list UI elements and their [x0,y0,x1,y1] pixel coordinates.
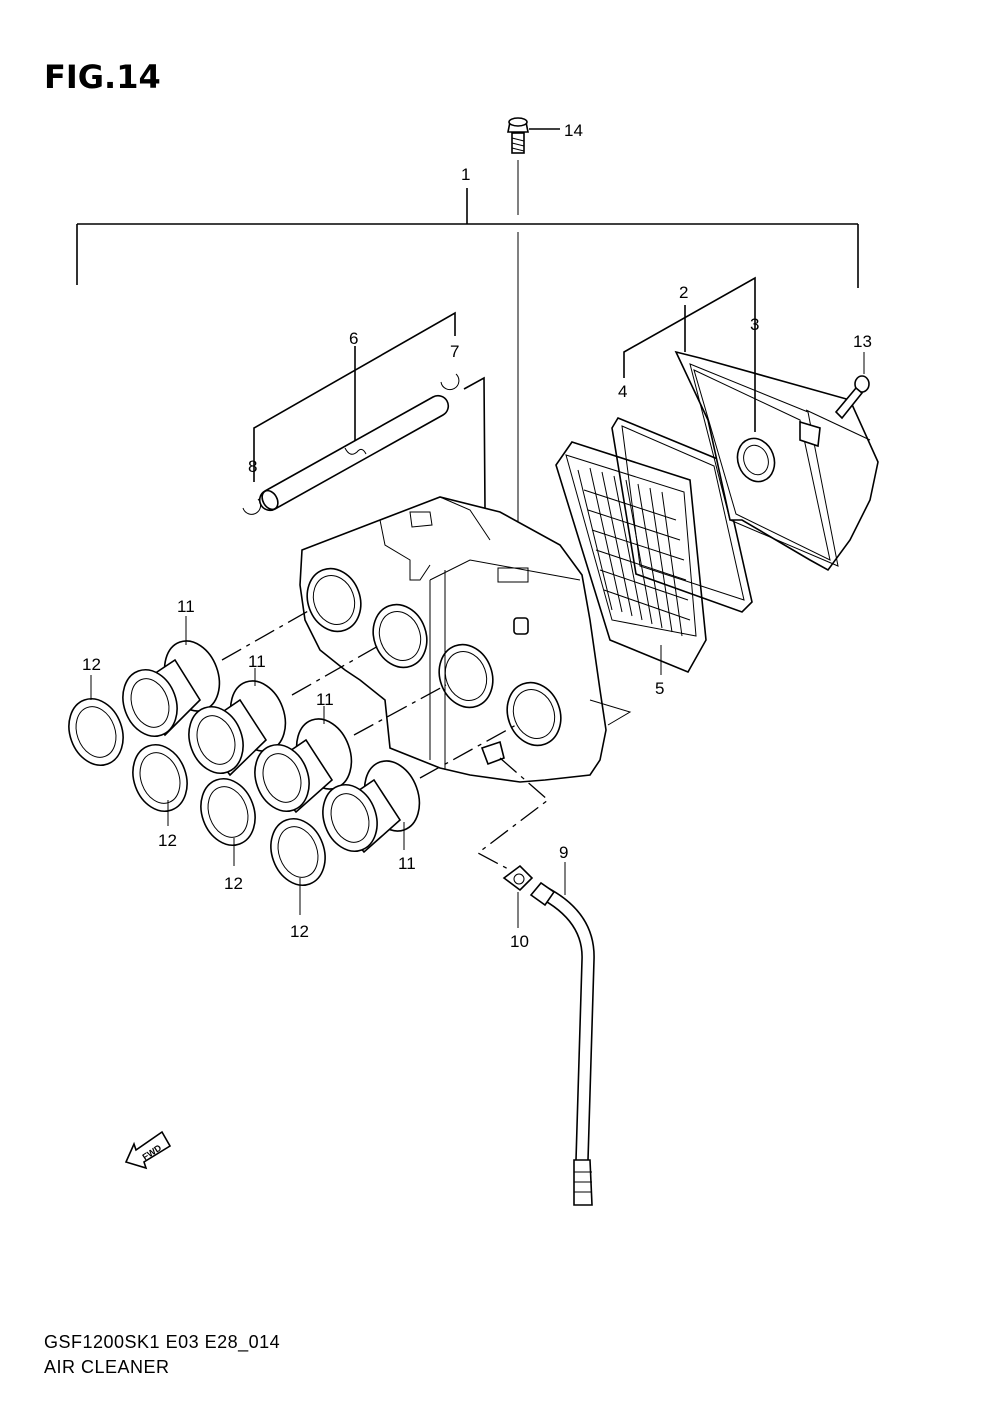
callout-12c: 12 [224,874,243,893]
part-10-hose-clip [502,864,534,928]
callout-12d: 12 [290,922,309,941]
callout-12b: 12 [158,831,177,850]
part-14-bolt [507,117,560,575]
fwd-direction-arrow: FWD [124,1130,172,1170]
callout-7: 7 [450,342,459,361]
callout-5: 5 [655,679,664,698]
callout-2: 2 [679,283,688,302]
callout-11d: 11 [398,854,416,873]
part-6-7-8-breather-hose [242,311,487,641]
callout-4: 4 [618,382,627,401]
alignment-lines [221,609,550,871]
diagram-name: AIR CLEANER [44,1357,170,1377]
callout-3: 3 [750,315,759,334]
part-1-assembly-bracket [76,188,859,288]
callout-10: 10 [510,932,529,951]
part-2-3-4-leaders [623,276,756,432]
callout-11b: 11 [248,652,266,671]
part-11-intake-funnels [122,640,421,854]
callout-9: 9 [559,843,568,862]
diagram-code: GSF1200SK1 E03 E28_014 [44,1332,281,1352]
part-9-drain-hose [529,862,595,1206]
callout-12a: 12 [82,655,101,674]
funnel-leader-lines [185,616,405,850]
figure-title: FIG.14 [44,58,161,96]
callout-8: 8 [248,457,257,476]
part-12-clamps [68,675,326,915]
part-13-screw [834,352,870,420]
callout-14: 14 [564,121,583,140]
callout-11c: 11 [316,690,334,709]
part-5-filter-element [555,441,707,675]
callout-11a: 11 [177,597,195,616]
part-2-air-cleaner-cap [674,350,879,572]
callout-1: 1 [461,165,470,184]
callout-6: 6 [349,329,358,348]
callout-13: 13 [853,332,872,351]
